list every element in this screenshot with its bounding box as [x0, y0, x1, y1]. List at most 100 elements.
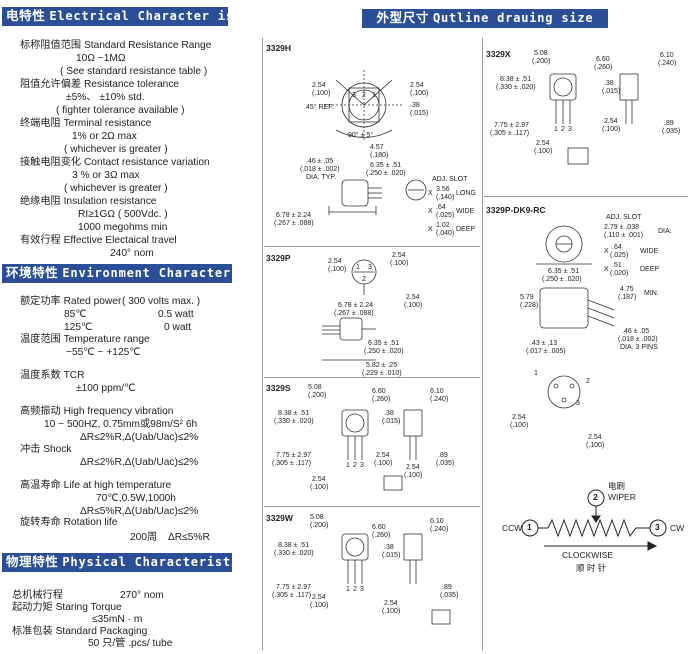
dim-label: 6.78 ± 2.24	[276, 212, 311, 219]
vibration-value: 10 ~ 500HZ, 0.75mm或98m/S² 6h	[44, 419, 198, 430]
el-line: 有效行程 Effective Electaical travel	[20, 235, 177, 246]
el-line: 1000 megohms min	[78, 222, 168, 233]
dim-label: .38	[384, 544, 394, 551]
dim-label: (.305 ± .117)	[272, 460, 312, 467]
dim-label: (.330 ± .020)	[496, 84, 536, 91]
pin-label: 3	[360, 586, 364, 593]
dim-label: (.187)	[618, 294, 637, 301]
dim-label: (.330 ± .020)	[274, 550, 314, 557]
dim-label: (.100)	[328, 266, 347, 273]
diagram-title: 3329P-DK9-RC	[486, 205, 546, 215]
pin-label: 1	[356, 264, 360, 271]
el-line: 1% or 2Ω max	[72, 131, 137, 142]
dim-label: 2.54	[512, 414, 526, 421]
el-line: 10Ω ~1MΩ	[76, 53, 126, 64]
pin-label: 3	[576, 400, 580, 407]
electrical-header-en: Electrical Character istics	[49, 9, 266, 23]
dim-label: (.180)	[370, 152, 389, 159]
wiper-num-1: 1	[527, 522, 532, 532]
wiper-cn-label: 电刷	[608, 481, 626, 491]
dim-label: 2.54	[588, 434, 602, 441]
dim-label: (.035)	[662, 128, 681, 135]
torque-label: 起动力矩 Staring Torque	[12, 602, 122, 613]
dim-label: 2.54	[410, 82, 424, 89]
dim-label: .89	[664, 120, 674, 127]
rotation-result: ΔR≤5%R	[168, 532, 210, 543]
panel-divider	[482, 38, 483, 650]
wiper-schematic: 电刷 WIPER 2 1 3 CCW CW CLOCKWISE 顺 时 针	[484, 470, 688, 580]
dim-label: 6.60	[596, 56, 610, 63]
dim-label: (.228)	[520, 302, 539, 309]
dim-label: .43 ± .13	[530, 340, 558, 347]
dim-label: 2.54	[312, 82, 326, 89]
dim-label: (.100)	[404, 302, 423, 309]
el-line: 终端电阻 Terminal resistance	[20, 118, 152, 129]
panel-divider	[264, 377, 480, 378]
diagram-title: 3329X	[486, 49, 511, 59]
life-result: ΔR≤5%R,Δ(Uab/Uac)≤2%	[80, 506, 199, 517]
dim-label: 6.35 ± .51	[548, 268, 580, 275]
dim-label: (.330 ± .020)	[274, 418, 314, 425]
pin-label: 1	[554, 126, 558, 133]
dim-label: (.200)	[310, 522, 329, 529]
dim-label: .38	[384, 410, 394, 417]
dim-label: ADJ. SLOT	[606, 214, 642, 221]
life-value: 70℃,0.5W,1000h	[96, 493, 176, 504]
dim-label: LONG	[456, 190, 476, 197]
dim-label: (.100)	[310, 602, 329, 609]
dim-label: 2.79 ± .038	[604, 224, 639, 231]
power-value-85: 0.5 watt	[158, 309, 194, 320]
dim-label: (.200)	[532, 58, 551, 65]
power-temp-85: 85℃	[64, 309, 87, 320]
diagram-3329w-drawing	[341, 533, 451, 625]
dim-label: (.025)	[610, 252, 629, 259]
dim-label: .46 ± .05	[622, 328, 650, 335]
dim-label: DIA. TYP.	[306, 174, 337, 181]
dim-label: 2.54	[312, 476, 326, 483]
dim-label: (.240)	[430, 396, 449, 403]
pin-label: 2	[362, 92, 366, 99]
dim-label: (.100)	[602, 126, 621, 133]
dim-label: DIA.	[658, 228, 672, 235]
dim-label: (.200)	[308, 392, 327, 399]
diagram-3329w: 3329W 5.08 (.200) 6.60 (.260) 6.10 (.240…	[264, 510, 480, 650]
dim-label: (.229 ± .010)	[362, 370, 402, 377]
dim-label: 6.60	[372, 388, 386, 395]
dim-label: (.140)	[436, 194, 455, 201]
temp-range-label: 温度范围 Temperature range	[20, 334, 150, 345]
wiper-label: WIPER	[608, 492, 636, 502]
diagram-3329x-drawing	[549, 73, 639, 165]
dim-label: 6.35 ± .51	[370, 162, 402, 169]
outline-header-cn: 外型尺寸	[376, 11, 429, 25]
pin-label: 3	[352, 92, 356, 99]
diagram-title: 3329S	[266, 383, 291, 393]
diagram-3329h-drawing	[324, 70, 427, 215]
wiper-num-2: 2	[593, 492, 598, 502]
el-line: ( whichever is greater )	[64, 144, 168, 155]
dim-label: 2.54	[536, 140, 550, 147]
environment-header-en: Environment Character istics	[62, 266, 288, 280]
el-line: ( See standard resistance table )	[60, 66, 208, 77]
dim-label: 6.78 ± 2.24	[338, 302, 373, 309]
dim-label: (.305 ± .117)	[272, 592, 312, 599]
el-line: ( whichever is greater )	[64, 183, 168, 194]
dim-label: 2.54	[376, 452, 390, 459]
dim-label: 7.75 ± 2.97	[276, 452, 311, 459]
el-line: 接触电阻变化 Contact resistance variation	[20, 157, 210, 168]
power-temp-125: 125℃	[64, 322, 93, 333]
dim-label: (.100)	[374, 460, 393, 467]
dim-label: (.100)	[390, 260, 409, 267]
diagram-3329s: 3329S 5.08 (.200) 6.60 (.260) 6.10 (.240…	[264, 380, 480, 505]
el-line: ±5%、 ±10% std.	[66, 92, 145, 103]
travel-value: 270° nom	[120, 590, 164, 601]
dim-label: 5.08	[308, 384, 322, 391]
dim-label: (.100)	[410, 90, 429, 97]
dim-label: X	[604, 248, 609, 255]
el-line: 3 % or 3Ω max	[72, 170, 140, 181]
wiper-schematic-drawing	[521, 489, 667, 551]
dim-label: 4.75	[620, 286, 634, 293]
diagram-3329s-drawing	[341, 409, 423, 491]
